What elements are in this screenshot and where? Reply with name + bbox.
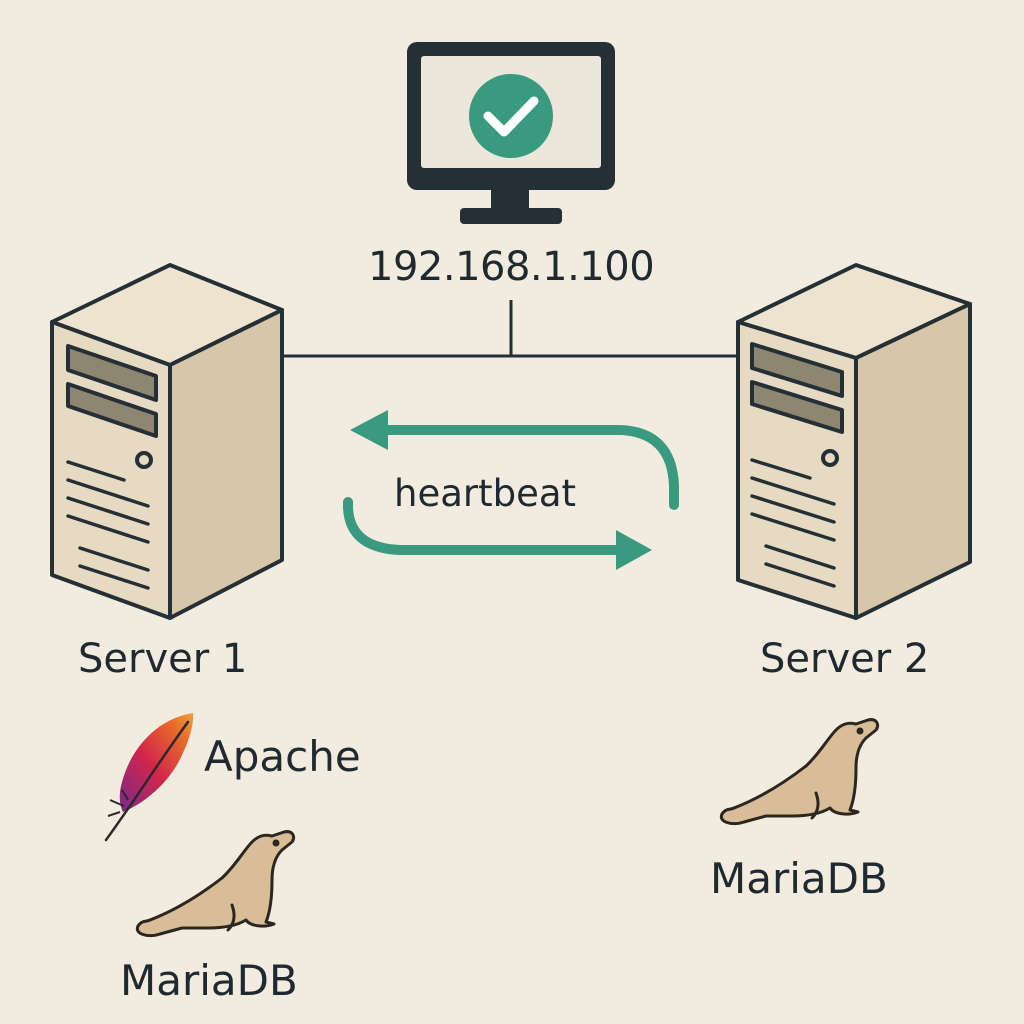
network-links (284, 300, 740, 358)
server-2-mariadb-label: MariaDB (710, 854, 888, 903)
server-1-mariadb-label: MariaDB (120, 956, 298, 1005)
virtual-ip-label: 192.168.1.100 (368, 244, 655, 290)
heartbeat-arrow-left (350, 410, 679, 510)
server-2-tower (736, 263, 972, 620)
seal-icon-server-2 (719, 718, 880, 826)
server-2-label: Server 2 (760, 636, 930, 682)
seal-icon-server-1 (135, 830, 296, 938)
apache-service-label: Apache (204, 732, 361, 781)
monitor (407, 42, 615, 224)
heartbeat-label: heartbeat (394, 472, 577, 515)
server-1-tower (50, 263, 284, 620)
feather-icon (104, 713, 194, 842)
server-1-label: Server 1 (78, 636, 248, 682)
heartbeat-arrows (343, 410, 679, 570)
heartbeat-arrow-right (343, 497, 652, 570)
check-icon (469, 74, 553, 158)
